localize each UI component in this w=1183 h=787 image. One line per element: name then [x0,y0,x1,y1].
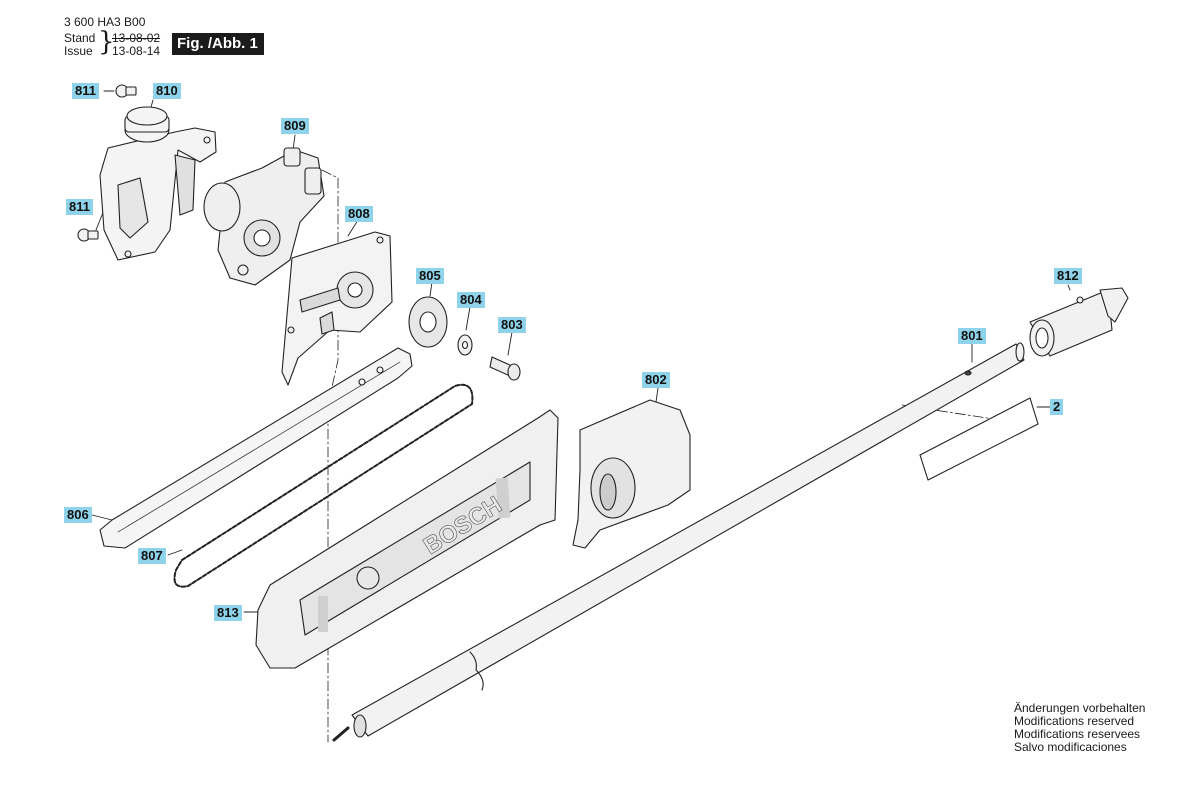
part-label-813: 813 [214,605,242,621]
end-cap-812 [1029,287,1129,357]
part-label-810: 810 [153,83,181,99]
note-de: Änderungen vorbehalten [1014,701,1146,715]
chain-cover-813 [255,409,559,669]
end-cover-802 [572,399,691,549]
figure-label: Fig. /Abb. 1 [172,33,264,55]
washer-804 [457,334,473,356]
grip-sleeve-2 [919,397,1039,481]
part-label-811-side: 811 [66,199,93,215]
note-es: Salvo modificaciones [1014,740,1127,754]
gear-housing-809 [203,147,325,286]
stand-label: Stand [64,31,96,45]
part-label-811-top: 811 [72,83,99,99]
part-label-809: 809 [281,118,309,134]
part-label-804: 804 [457,292,485,308]
stand-date: 13-08-02 [112,31,161,45]
part-label-801: 801 [958,328,986,344]
part-label-807: 807 [138,548,166,564]
chassis-plate-808 [281,231,393,386]
brace-glyph: } [98,27,115,57]
saw-chain-807 [173,383,474,588]
bolt-803 [489,356,521,381]
part-label-806: 806 [64,507,92,523]
issue-date: 13-08-14 [112,44,161,58]
sprocket-805 [408,296,448,348]
part-number: 3 600 HA3 B00 [64,15,146,29]
part-label-812: 812 [1054,268,1082,284]
part-label-802: 802 [642,372,670,388]
screw-811-top [115,84,137,98]
housing-cover-810 [99,106,217,261]
stand-issue-labels: Stand Issue [64,32,95,58]
revision-dates: 13-08-02 13-08-14 [112,32,160,58]
assembly-axis [321,169,1001,743]
guide-bar-806 [99,347,413,549]
screw-811-side [77,228,99,242]
note-fr: Modifications reservees [1014,727,1141,741]
part-label-803: 803 [498,317,526,333]
pole-tube-801 [332,342,1025,742]
issue-label: Issue [64,44,93,58]
part-label-2: 2 [1050,399,1064,415]
modification-notes: Änderungen vorbehalten Modifications res… [1014,702,1145,754]
part-label-808: 808 [345,206,373,222]
note-en: Modifications reserved [1014,714,1135,728]
part-label-805: 805 [416,268,444,284]
